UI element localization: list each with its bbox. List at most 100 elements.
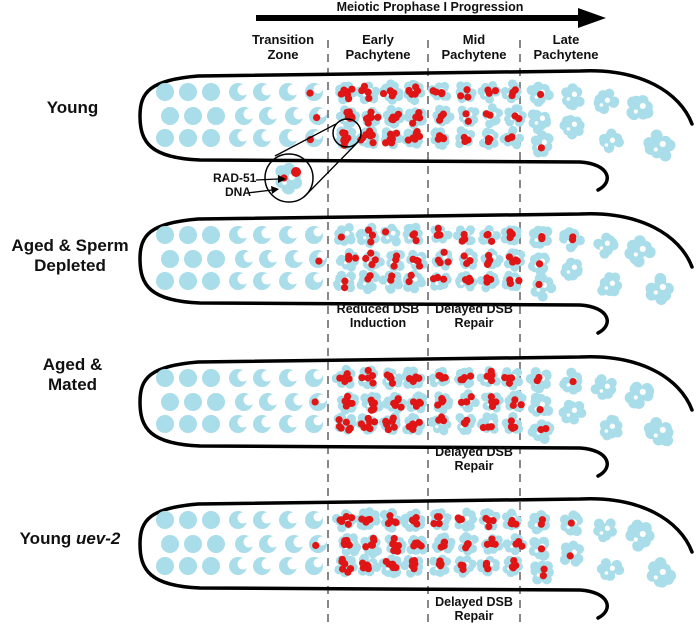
rad51-focus xyxy=(369,534,378,542)
rad51-focus xyxy=(482,559,491,567)
rad51-focus xyxy=(368,231,377,239)
mitotic-nucleus xyxy=(156,557,174,575)
rad51-focus xyxy=(341,560,349,568)
crescent-nucleus xyxy=(235,107,255,125)
rad51-focus xyxy=(566,552,574,560)
rad51-focus xyxy=(335,422,344,431)
rad51-focus xyxy=(511,396,519,404)
crescent-nucleus xyxy=(279,226,299,244)
crescent-nucleus xyxy=(229,557,249,575)
legend-inset xyxy=(246,118,362,203)
crescent-nucleus xyxy=(235,393,255,411)
mitotic-nucleus xyxy=(184,535,202,553)
rad51-focus xyxy=(341,277,349,285)
rad51-focus xyxy=(364,119,372,127)
rad51-focus xyxy=(315,257,323,265)
rad51-focus xyxy=(409,377,417,386)
rad51-focus xyxy=(463,416,471,424)
rad51-focus xyxy=(462,110,470,118)
rad51-focus xyxy=(341,284,349,292)
rad51-focus xyxy=(390,423,398,431)
mitotic-nucleus xyxy=(202,557,220,575)
rad51-focus xyxy=(486,256,494,264)
pachytene-nucleus xyxy=(355,222,380,248)
late-pachytene-nucleus xyxy=(599,128,624,154)
rad51-focus xyxy=(457,561,465,569)
mitotic-nucleus xyxy=(156,511,174,529)
rad51-focus xyxy=(488,371,496,379)
rad51-focus xyxy=(484,516,492,524)
rad51-focus xyxy=(409,231,417,239)
rad51-focus xyxy=(535,260,544,268)
rad51-focus xyxy=(508,133,516,141)
rad51-focus xyxy=(467,393,475,401)
late-pachytene-nucleus xyxy=(593,88,620,115)
mitotic-nucleus xyxy=(156,415,174,433)
rad51-focus xyxy=(536,90,545,99)
rad51-focus xyxy=(501,373,509,382)
late-pachytene-nucleus xyxy=(558,399,587,425)
late-pachytene-nucleus xyxy=(593,518,617,543)
gonad-outline xyxy=(138,212,694,335)
rad51-focus xyxy=(409,119,417,127)
rad51-focus xyxy=(536,406,544,414)
late-pachytene-nucleus xyxy=(599,414,623,441)
rad51-focus xyxy=(484,86,492,94)
rad51-focus xyxy=(508,563,516,571)
rad51-focus xyxy=(343,536,351,545)
rad51-focus xyxy=(341,397,349,405)
rad51-focus xyxy=(540,565,548,573)
late-pachytene-nucleus xyxy=(593,232,619,259)
crescent-nucleus xyxy=(229,415,249,433)
rad51-focus xyxy=(390,546,398,555)
crescent-nucleus xyxy=(259,393,279,411)
mitotic-nucleus xyxy=(184,107,202,125)
rad51-focus xyxy=(517,401,525,409)
rad51-focus xyxy=(569,377,577,386)
rad51-focus xyxy=(485,522,493,531)
crescent-nucleus xyxy=(253,83,273,101)
rad51-focus xyxy=(365,94,373,102)
rad51-focus xyxy=(388,92,396,100)
rad51-focus xyxy=(357,420,365,428)
rad51-focus xyxy=(486,111,494,119)
rad51-focus xyxy=(412,129,420,137)
mitotic-nucleus xyxy=(161,107,179,125)
mitotic-nucleus xyxy=(202,415,220,433)
rad51-focus xyxy=(509,88,517,96)
rad51-focus xyxy=(439,110,447,118)
mitotic-nucleus xyxy=(179,369,197,387)
mitotic-nucleus xyxy=(202,369,220,387)
crescent-nucleus xyxy=(279,129,299,147)
mitotic-nucleus xyxy=(179,226,197,244)
rad51-focus xyxy=(537,545,546,553)
late-pachytene-nucleus xyxy=(624,235,656,268)
crescent-nucleus xyxy=(229,83,249,101)
rad51-focus xyxy=(390,399,398,408)
transition-nucleus xyxy=(305,511,323,529)
rad51-focus xyxy=(409,420,417,428)
rad51-focus xyxy=(342,418,350,426)
late-pachytene-nucleus xyxy=(590,374,617,400)
legend-rad51-label: RAD-51 xyxy=(213,171,257,185)
rad51-focus xyxy=(507,417,515,425)
rad51-focus xyxy=(415,262,424,270)
rad51-focus xyxy=(515,277,523,285)
rad51-focus xyxy=(394,541,403,550)
rad51-focus xyxy=(412,113,420,121)
rad51-focus xyxy=(440,248,448,256)
rad51-focus xyxy=(362,254,370,263)
late-pachytene-nucleus xyxy=(624,381,655,409)
rad51-focus xyxy=(344,520,352,528)
rad51-focus xyxy=(343,370,351,378)
crescent-nucleus xyxy=(285,107,305,125)
mitotic-nucleus xyxy=(207,107,225,125)
transition-nucleus xyxy=(305,272,323,290)
rad51-focus xyxy=(466,257,474,265)
rad51-focus xyxy=(411,90,419,98)
rad51-focus xyxy=(405,278,413,286)
